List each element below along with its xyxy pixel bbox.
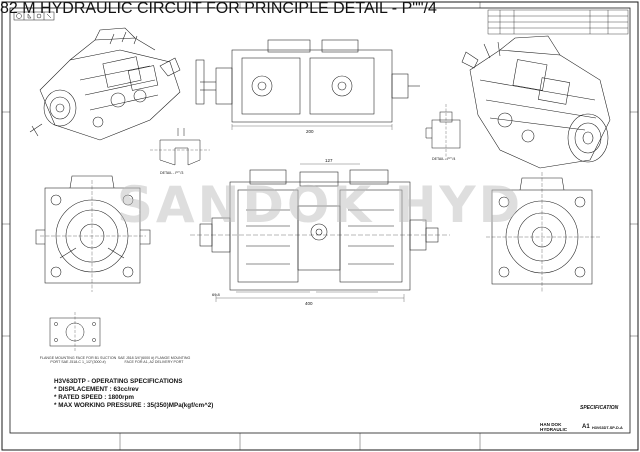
dim-82-label: 82 — [0, 0, 18, 17]
iso-view-left — [29, 27, 181, 141]
left-end-view — [35, 175, 151, 292]
detail-a-label: DETAIL - P""/3 — [160, 171, 183, 175]
top-left-symbols — [13, 11, 55, 21]
drawing-title: SPECIFICATION — [580, 405, 619, 411]
inner-frame — [9, 7, 631, 434]
watermark: SANDOK HYD — [116, 176, 524, 234]
flange-delivery-label: SAE J518 3/4"(6000 #) FLANGE MOUNTING FA… — [117, 356, 191, 365]
spec-displacement: * DISPLACEMENT : 63cc/rev — [54, 386, 139, 393]
revision-table — [487, 9, 629, 35]
dim-127-label: 127 — [325, 158, 333, 163]
right-end-view — [486, 172, 600, 292]
dim-69-8-label: 69.8 — [212, 292, 221, 297]
iso-view-right — [461, 35, 611, 169]
detail-c-label: DETAIL - P""/4 — [333, 0, 437, 17]
flange-suction-label: FLANGE MOUNTING FACE FOR B1 SUCTION PORT… — [39, 356, 117, 365]
spec-model: H3V63DTP - OPERATING SPECIFICATIONS — [54, 378, 183, 385]
circuit-label: HYDRAULIC CIRCUIT FOR PRINCIPLE — [40, 0, 329, 17]
flange-suction-sketch — [49, 312, 101, 352]
spec-speed: * RATED SPEED : 1800rpm — [54, 394, 135, 401]
hydraulic-circuit: M — [22, 0, 36, 17]
dim-200-label: 200 — [306, 129, 314, 134]
drawing-number: H3V63DT-SP-D-A — [592, 426, 623, 430]
spec-pressure: * MAX WORKING PRESSURE : 35(350)MPa(kgf/… — [54, 402, 214, 409]
sheet-size: A1 — [582, 424, 590, 430]
top-view — [195, 39, 420, 130]
detail-view-b — [425, 104, 461, 160]
front-view — [190, 163, 450, 302]
detail-view-a — [150, 128, 210, 166]
company-name: HAN DOK HYDRAULIC — [540, 422, 568, 432]
detail-b-label: DETAIL - P""/4 — [432, 157, 455, 161]
dim-400-label: 400 — [305, 301, 313, 306]
